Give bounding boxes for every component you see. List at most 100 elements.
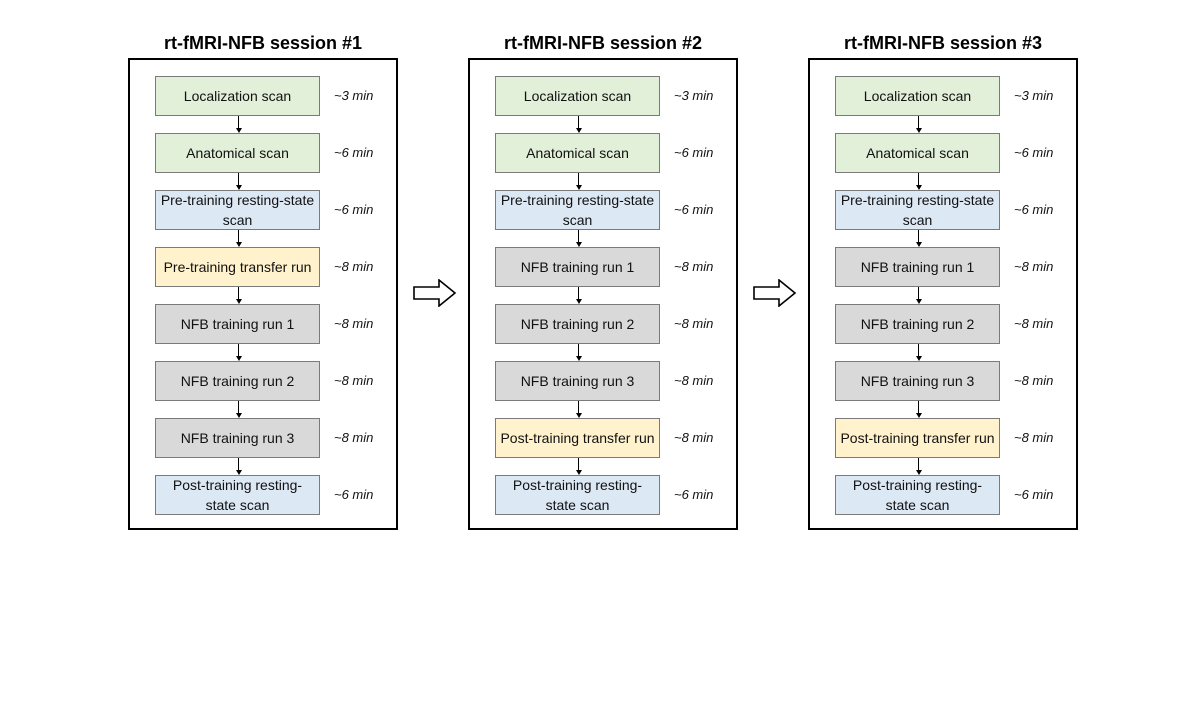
connector-arrow bbox=[238, 116, 239, 128]
session-2-step-6-box: NFB training run 3 bbox=[495, 361, 660, 401]
connector-arrow bbox=[238, 401, 239, 413]
step-duration: ~6 min bbox=[1014, 145, 1054, 160]
step-duration: ~8 min bbox=[334, 373, 374, 388]
session-2-step-2-box: Anatomical scan bbox=[495, 133, 660, 173]
step-duration: ~6 min bbox=[674, 202, 714, 217]
session-3-title: rt-fMRI-NFB session #3 bbox=[843, 33, 1043, 53]
connector-arrow bbox=[578, 173, 579, 185]
connector-arrow bbox=[238, 230, 239, 242]
step-duration: ~6 min bbox=[674, 487, 714, 502]
step-duration: ~8 min bbox=[1014, 316, 1054, 331]
connector-arrowhead-icon bbox=[915, 128, 922, 133]
session-2-step-5-box: NFB training run 2 bbox=[495, 304, 660, 344]
step-label: Post-training transfer run bbox=[500, 430, 655, 446]
connector-arrowhead-icon bbox=[235, 356, 242, 361]
session-2-step-3-box: Pre-training resting-state scan bbox=[495, 190, 660, 230]
connector-arrowhead-icon bbox=[575, 356, 582, 361]
step-duration: ~8 min bbox=[1014, 373, 1054, 388]
session-1-step-4-box: Pre-training transfer run bbox=[155, 247, 320, 287]
connector-arrow bbox=[918, 344, 919, 356]
session-3-step-4-box: NFB training run 1 bbox=[835, 247, 1000, 287]
connector-arrow bbox=[918, 230, 919, 242]
connector-arrow bbox=[578, 230, 579, 242]
session-1-step-5-box: NFB training run 1 bbox=[155, 304, 320, 344]
step-label: Pre-training resting-state scan bbox=[160, 192, 315, 228]
step-label: Post-training resting-state scan bbox=[512, 477, 643, 513]
connector-arrow bbox=[578, 344, 579, 356]
connector-arrowhead-icon bbox=[915, 413, 922, 418]
step-label: Localization scan bbox=[863, 88, 972, 104]
step-label: NFB training run 2 bbox=[520, 316, 635, 332]
step-label: NFB training run 1 bbox=[520, 259, 635, 275]
step-duration: ~8 min bbox=[674, 373, 714, 388]
step-label: NFB training run 3 bbox=[520, 373, 635, 389]
step-duration: ~6 min bbox=[1014, 487, 1054, 502]
step-duration: ~8 min bbox=[1014, 259, 1054, 274]
step-duration: ~8 min bbox=[674, 316, 714, 331]
connector-arrow bbox=[238, 287, 239, 299]
step-duration: ~6 min bbox=[334, 487, 374, 502]
step-label: Pre-training resting-state scan bbox=[840, 192, 995, 228]
connector-arrowhead-icon bbox=[235, 128, 242, 133]
step-label: Post-training transfer run bbox=[840, 430, 995, 446]
step-duration: ~3 min bbox=[334, 88, 374, 103]
session-1-step-3-box: Pre-training resting-state scan bbox=[155, 190, 320, 230]
session-2-step-7-box: Post-training transfer run bbox=[495, 418, 660, 458]
step-label: Localization scan bbox=[523, 88, 632, 104]
connector-arrowhead-icon bbox=[915, 470, 922, 475]
step-duration: ~8 min bbox=[334, 430, 374, 445]
step-duration: ~3 min bbox=[674, 88, 714, 103]
connector-arrow bbox=[238, 173, 239, 185]
step-duration: ~8 min bbox=[1014, 430, 1054, 445]
right-hollow-arrow-icon bbox=[413, 279, 457, 307]
session-1-step-7-box: NFB training run 3 bbox=[155, 418, 320, 458]
step-label: NFB training run 2 bbox=[180, 373, 295, 389]
session-3-step-1-box: Localization scan bbox=[835, 76, 1000, 116]
connector-arrowhead-icon bbox=[575, 299, 582, 304]
connector-arrowhead-icon bbox=[575, 242, 582, 247]
step-label: Post-training resting-state scan bbox=[172, 477, 303, 513]
session-1-step-8-box: Post-training resting-state scan bbox=[155, 475, 320, 515]
step-label: Pre-training resting-state scan bbox=[500, 192, 655, 228]
session-3-step-6-box: NFB training run 3 bbox=[835, 361, 1000, 401]
session-3-step-3-box: Pre-training resting-state scan bbox=[835, 190, 1000, 230]
session-1-step-2-box: Anatomical scan bbox=[155, 133, 320, 173]
step-duration: ~6 min bbox=[674, 145, 714, 160]
session-2-step-8-box: Post-training resting-state scan bbox=[495, 475, 660, 515]
step-duration: ~6 min bbox=[334, 145, 374, 160]
step-label: Pre-training transfer run bbox=[163, 259, 312, 275]
connector-arrowhead-icon bbox=[575, 128, 582, 133]
connector-arrowhead-icon bbox=[235, 185, 242, 190]
step-label: NFB training run 1 bbox=[860, 259, 975, 275]
connector-arrow bbox=[578, 458, 579, 470]
right-hollow-arrow-icon bbox=[753, 279, 797, 307]
step-label: Localization scan bbox=[183, 88, 292, 104]
session-1-title: rt-fMRI-NFB session #1 bbox=[163, 33, 363, 53]
session-2-step-4-box: NFB training run 1 bbox=[495, 247, 660, 287]
connector-arrow bbox=[918, 116, 919, 128]
session-1-step-1-box: Localization scan bbox=[155, 76, 320, 116]
connector-arrowhead-icon bbox=[235, 242, 242, 247]
connector-arrow bbox=[238, 344, 239, 356]
connector-arrowhead-icon bbox=[235, 413, 242, 418]
step-label: Anatomical scan bbox=[866, 145, 969, 161]
step-label: Anatomical scan bbox=[186, 145, 289, 161]
session-2-frame bbox=[468, 58, 738, 530]
step-label: NFB training run 1 bbox=[180, 316, 295, 332]
session-2-title: rt-fMRI-NFB session #2 bbox=[503, 33, 703, 53]
session-1-frame bbox=[128, 58, 398, 530]
connector-arrowhead-icon bbox=[575, 470, 582, 475]
connector-arrow bbox=[918, 401, 919, 413]
step-duration: ~6 min bbox=[1014, 202, 1054, 217]
session-3-frame bbox=[808, 58, 1078, 530]
connector-arrowhead-icon bbox=[915, 299, 922, 304]
step-label: Anatomical scan bbox=[526, 145, 629, 161]
step-duration: ~8 min bbox=[674, 259, 714, 274]
session-3-step-5-box: NFB training run 2 bbox=[835, 304, 1000, 344]
step-label: NFB training run 3 bbox=[860, 373, 975, 389]
connector-arrowhead-icon bbox=[915, 185, 922, 190]
connector-arrow bbox=[578, 116, 579, 128]
session-3-step-2-box: Anatomical scan bbox=[835, 133, 1000, 173]
step-duration: ~6 min bbox=[334, 202, 374, 217]
connector-arrow bbox=[578, 401, 579, 413]
